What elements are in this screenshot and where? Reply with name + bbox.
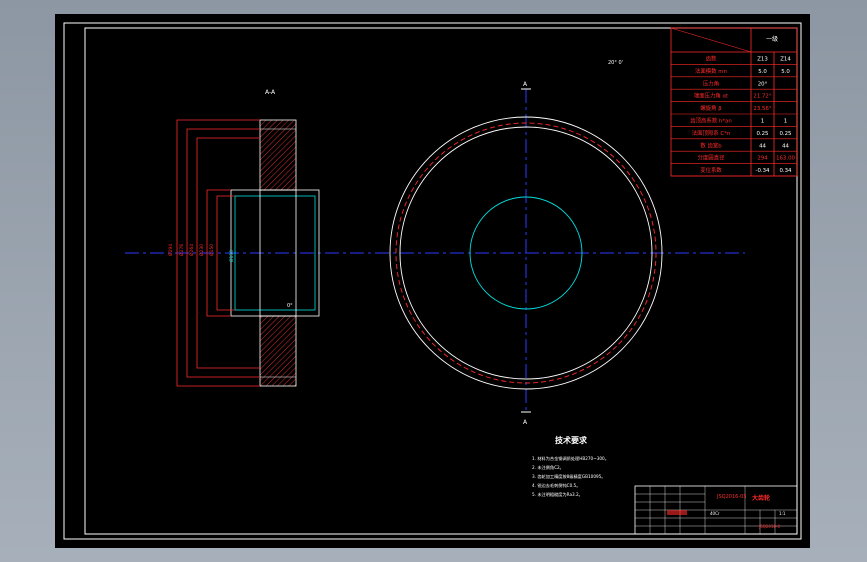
table-rows: 齿数 Z13 Z14 法面模数 mn 5.0 5.0 压力角 20° 端面压力角 αt 21.72… [671, 55, 797, 177]
table-cell-label: 压力角 [703, 79, 719, 87]
inner-frame [84, 27, 798, 535]
table-cell-v1: 23.56° [753, 106, 771, 112]
technical-requirements[interactable]: 技术要求 1. 材料为合金钢调质处理HB270~300。 2. 未注倒角C2。 … [532, 435, 609, 498]
table-cell-v1: 5.0 [758, 69, 767, 75]
table-cell-v1: 0.25 [756, 131, 768, 137]
table-cell-v2: 163.00 [776, 156, 795, 162]
dim-label-5: Ø150 [208, 244, 215, 256]
table-cell-label: 齿数 [706, 55, 717, 63]
title-block-scale: 1:1 [779, 511, 786, 516]
table-cell-label: 齿顶高系数 h*an [690, 117, 732, 125]
upper-rim-section [259, 119, 297, 191]
outer-frame [63, 22, 802, 540]
title-block-drawing-no: JSQ2016-03 [716, 494, 746, 500]
front-angle-note: 20° 0' [608, 60, 623, 66]
diameter-dimensions [176, 119, 260, 387]
table-cell-v2: Z14 [780, 57, 791, 63]
tech-item-5: 5. 未注明粗糙度为Ra3.2。 [532, 491, 583, 498]
section-view[interactable]: A-A Ø2 [167, 89, 320, 387]
cad-viewport[interactable]: A-A Ø2 [55, 14, 810, 548]
root-circle [399, 126, 653, 380]
table-cell-v2: 44 [782, 143, 789, 149]
dim-label-2: Ø276 [178, 244, 185, 256]
front-view[interactable]: A A 20° 0' [389, 60, 663, 426]
table-cell-v1: Z13 [757, 57, 768, 63]
table-cell-v1: 20° [758, 81, 768, 87]
tech-item-4: 4. 锐边去毛刺倒钝C0.5。 [532, 482, 580, 489]
title-block-highlight [667, 510, 687, 515]
table-cell-label: 变位系数 [700, 166, 722, 174]
table-cell-label: 法面模数 mn [695, 67, 727, 75]
title-block-part-no: JSQ2016-0 [758, 524, 780, 529]
table-cell-label: 分度圆直径 [698, 154, 726, 162]
title-block-grid [635, 486, 797, 534]
table-cell-v2: 0.25 [779, 131, 791, 137]
table-cell-v2: 5.0 [781, 69, 790, 75]
table-cell-label: 螺旋角 β [700, 104, 722, 112]
table-cell-v1: 21.72° [753, 94, 771, 100]
section-label: A-A [265, 89, 276, 96]
bore-outline [234, 195, 316, 311]
table-border [670, 27, 798, 177]
table-header-diagonal [670, 27, 752, 53]
table-cell-v1: -0.34 [756, 168, 771, 174]
table-cell-v1: 294 [757, 156, 768, 162]
table-cell-label: 数 齿宽b [700, 141, 722, 149]
table-cell-v1: 44 [759, 143, 766, 149]
tech-requirements-title: 技术要求 [555, 435, 588, 445]
cad-drawing[interactable]: A-A Ø2 [55, 14, 810, 548]
pitch-circle [395, 122, 657, 384]
table-cell-v1: 1 [761, 119, 764, 125]
cut-marker-bottom: A [523, 419, 528, 426]
bore-label: Ø150 [228, 250, 235, 262]
title-block-material: 40Cr [710, 511, 720, 516]
table-header-top: 一级 [766, 35, 778, 43]
lower-rim-section [259, 315, 297, 387]
cut-marker-top: A [523, 81, 528, 88]
table-cell-v2: 0.34 [779, 168, 792, 174]
bore-circle [469, 196, 583, 310]
table-cell-label: 端面压力角 αt [694, 92, 728, 100]
title-block[interactable]: JSQ2016-03 大齿轮 JSQ2016-0 40Cr 1:1 [634, 485, 798, 535]
tech-item-1: 1. 材料为合金钢调质处理HB270~300。 [532, 455, 609, 462]
table-cell-v2: 1 [784, 119, 787, 125]
dim-label-3: Ø264 [188, 244, 195, 256]
gear-parameter-table[interactable]: 一级 齿数 Z13 Z14 法面模数 mn 5.0 5.0 压力角 20° 端面压力角 αt 21… [670, 27, 798, 177]
dim-label-4: Ø230 [198, 244, 205, 256]
tip-circle [389, 116, 663, 390]
table-cell-label: 法面顶隙系 C*n [692, 129, 731, 137]
diameter-dimension-labels: Ø294 Ø276 Ø264 Ø230 Ø150 [167, 244, 215, 256]
tech-item-2: 2. 未注倒角C2。 [532, 464, 564, 471]
section-angle-note: 0° [287, 303, 293, 309]
title-block-name: 大齿轮 [752, 494, 770, 502]
web-outline [259, 189, 297, 317]
dim-label-1: Ø294 [167, 244, 174, 256]
tech-item-3: 3. 齿轮加工精度按8级精度GB10095。 [532, 473, 606, 480]
